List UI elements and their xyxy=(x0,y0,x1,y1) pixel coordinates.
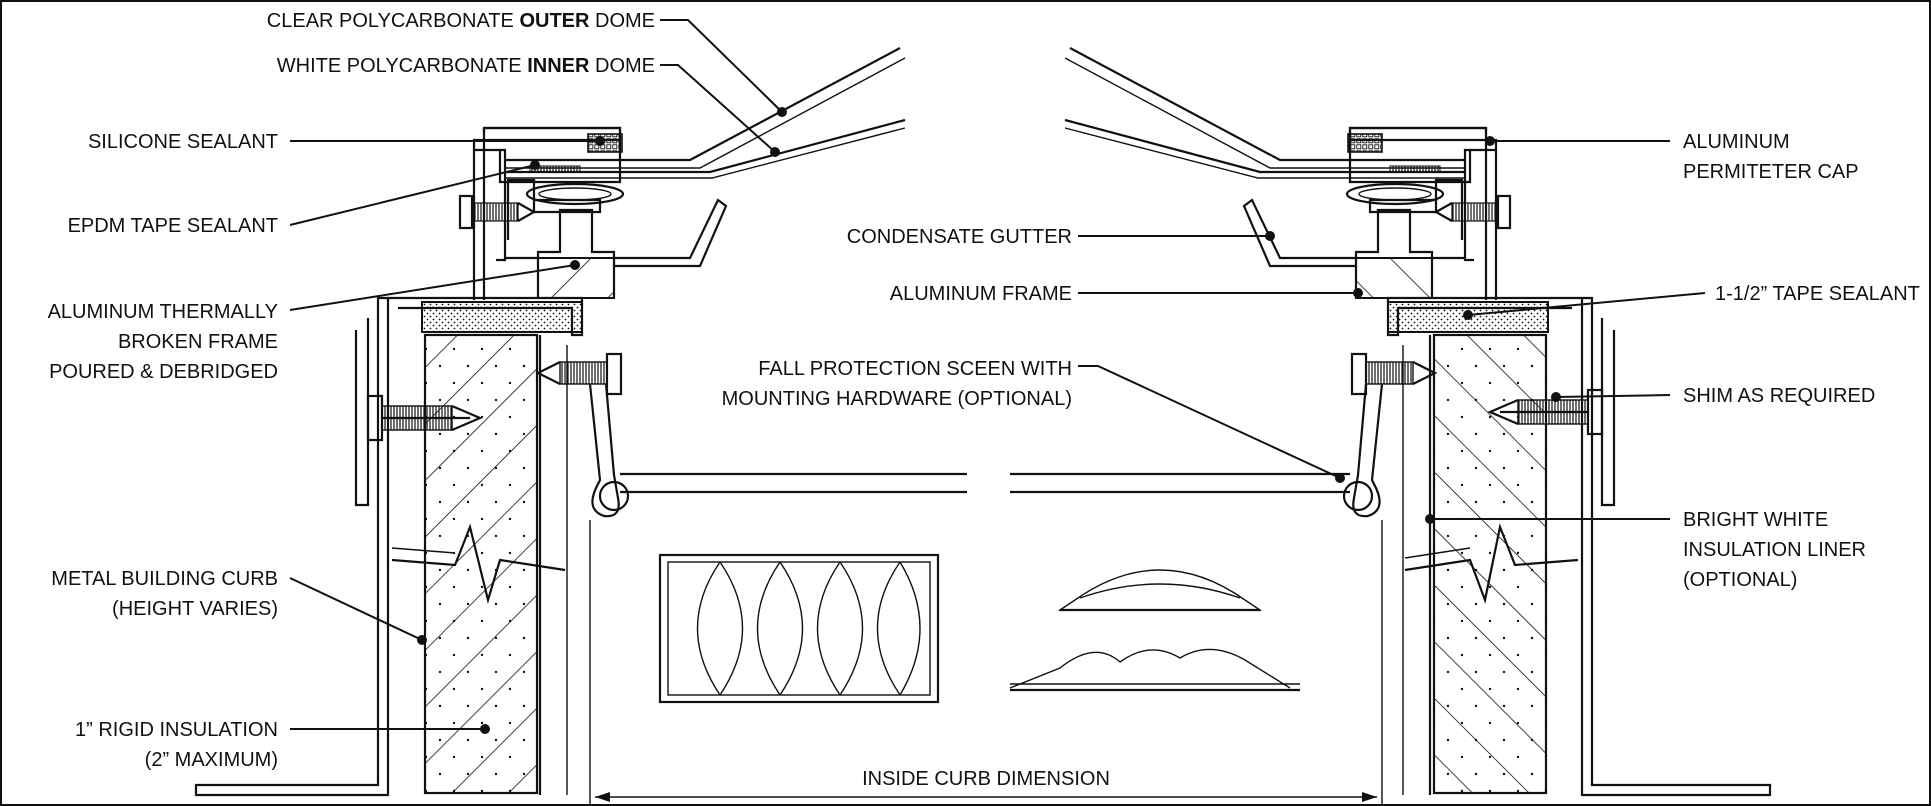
callout-inner-dome: WHITE POLYCARBONATE INNER DOME xyxy=(277,55,780,157)
left-screen-hanger xyxy=(588,383,620,518)
svg-text:PERMITETER CAP: PERMITETER CAP xyxy=(1683,161,1859,183)
callout-silicone-sealant: SILICONE SEALANT xyxy=(88,131,605,153)
callout-epdm-tape: EPDM TAPE SEALANT xyxy=(68,160,540,237)
svg-text:ALUMINUM FRAME: ALUMINUM FRAME xyxy=(890,283,1072,305)
svg-text:MOUNTING HARDWARE (OPTIONAL): MOUNTING HARDWARE (OPTIONAL) xyxy=(722,388,1072,410)
right-silicone-sealant xyxy=(1347,133,1383,153)
right-thermal-frame xyxy=(1242,178,1466,299)
svg-text:BRIGHT WHITE: BRIGHT WHITE xyxy=(1683,509,1828,531)
svg-text:(OPTIONAL): (OPTIONAL) xyxy=(1683,569,1797,591)
svg-text:(HEIGHT VARIES): (HEIGHT VARIES) xyxy=(112,598,278,620)
left-curb-assembly xyxy=(194,47,967,797)
callout-thermal-frame: ALUMINUM THERMALLY BROKEN FRAME POURED &… xyxy=(48,260,580,383)
callout-condensate-gutter: CONDENSATE GUTTER xyxy=(847,226,1275,248)
pyramid-profile-icon xyxy=(1009,648,1300,692)
left-silicone-sealant xyxy=(587,133,623,153)
right-shim-screw xyxy=(1487,388,1604,436)
svg-text:EPDM TAPE SEALANT: EPDM TAPE SEALANT xyxy=(68,215,278,237)
right-screen-screw xyxy=(1350,352,1438,396)
left-cap-screw xyxy=(458,194,537,230)
svg-text:BROKEN FRAME: BROKEN FRAME xyxy=(118,331,278,353)
svg-text:METAL BUILDING CURB: METAL BUILDING CURB xyxy=(51,568,278,590)
svg-text:SILICONE SEALANT: SILICONE SEALANT xyxy=(88,131,278,153)
svg-text:POURED & DEBRIDGED: POURED & DEBRIDGED xyxy=(49,361,278,383)
svg-text:FALL PROTECTION SCEEN WITH: FALL PROTECTION SCEEN WITH xyxy=(758,358,1072,380)
right-screen-hanger xyxy=(1352,383,1384,518)
left-epdm-tape xyxy=(529,165,581,173)
callout-metal-curb: METAL BUILDING CURB (HEIGHT VARIES) xyxy=(51,568,427,645)
left-condensate-gutter xyxy=(614,198,728,268)
svg-text:WHITE POLYCARBONATE INNER DOME: WHITE POLYCARBONATE INNER DOME xyxy=(277,55,655,77)
svg-text:INSULATION LINER: INSULATION LINER xyxy=(1683,539,1866,561)
svg-text:CLEAR POLYCARBONATE OUTER DOME: CLEAR POLYCARBONATE OUTER DOME xyxy=(267,10,655,32)
svg-text:SHIM AS REQUIRED: SHIM AS REQUIRED xyxy=(1683,385,1875,407)
left-outer-dome xyxy=(505,47,901,162)
left-flashing xyxy=(354,318,370,507)
left-break-line xyxy=(391,523,566,605)
right-break-line xyxy=(1404,523,1579,604)
left-shim-screw xyxy=(366,394,483,442)
svg-text:(2” MAXIMUM): (2” MAXIMUM) xyxy=(145,749,278,771)
left-curb-metal xyxy=(194,296,390,797)
rectangular-skylight-plan-icon xyxy=(658,553,940,704)
left-tape-sealant xyxy=(421,301,583,333)
right-curb-assembly xyxy=(1010,47,1772,797)
left-epdm-gasket xyxy=(525,182,625,206)
inside-curb-dimension: INSIDE CURB DIMENSION xyxy=(589,520,1383,806)
callout-perimeter-cap: ALUMINUM PERMITETER CAP xyxy=(1485,131,1859,183)
right-curb-metal xyxy=(1580,296,1772,797)
callout-fall-protection: FALL PROTECTION SCEEN WITH MOUNTING HARD… xyxy=(722,358,1345,483)
right-condensate-gutter xyxy=(1242,198,1356,268)
dome-profile-icon xyxy=(1057,569,1263,612)
left-screen-screw xyxy=(535,352,623,396)
right-flashing xyxy=(1600,318,1616,507)
callout-shim: SHIM AS REQUIRED xyxy=(1551,385,1875,407)
right-outer-dome xyxy=(1069,47,1465,162)
left-thermal-frame xyxy=(504,178,728,299)
inside-curb-dimension-label: INSIDE CURB DIMENSION xyxy=(862,768,1110,790)
callout-outer-dome: CLEAR POLYCARBONATE OUTER DOME xyxy=(267,10,787,117)
callout-aluminum-frame: ALUMINUM FRAME xyxy=(890,283,1363,305)
right-epdm-gasket xyxy=(1345,182,1445,206)
svg-text:ALUMINUM THERMALLY: ALUMINUM THERMALLY xyxy=(48,301,278,323)
svg-text:1” RIGID INSULATION: 1” RIGID INSULATION xyxy=(75,719,278,741)
svg-text:CONDENSATE GUTTER: CONDENSATE GUTTER xyxy=(847,226,1072,248)
svg-text:ALUMINUM: ALUMINUM xyxy=(1683,131,1790,153)
callout-insulation-liner: BRIGHT WHITE INSULATION LINER (OPTIONAL) xyxy=(1425,509,1866,591)
svg-text:1-1/2” TAPE SEALANT: 1-1/2” TAPE SEALANT xyxy=(1715,283,1920,305)
callout-rigid-insulation: 1” RIGID INSULATION (2” MAXIMUM) xyxy=(75,719,490,771)
right-epdm-tape xyxy=(1389,165,1441,173)
right-cap-screw xyxy=(1433,194,1512,230)
callout-tape-sealant: 1-1/2” TAPE SEALANT xyxy=(1463,283,1920,320)
